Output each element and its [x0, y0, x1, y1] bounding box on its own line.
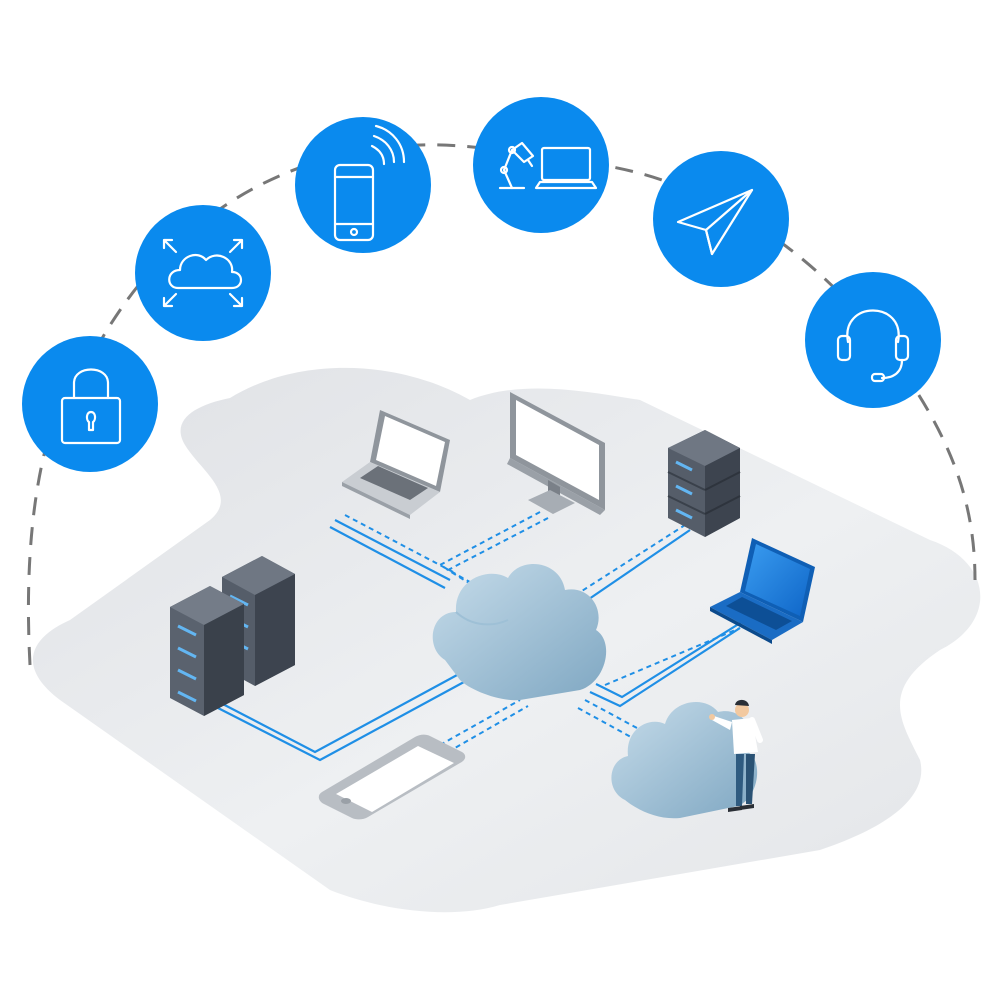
smartphone[interactable] [318, 734, 466, 820]
mobile-service-node[interactable] [295, 117, 431, 253]
secondary-cloud [611, 701, 758, 819]
cloud-scale-service-node[interactable] [135, 205, 271, 341]
laptop[interactable] [342, 410, 450, 519]
cloud-scale-icon [162, 238, 244, 308]
paper-plane-icon [676, 188, 754, 256]
server-tower-pair[interactable] [170, 556, 295, 716]
workspace-service-node[interactable] [473, 97, 609, 233]
monitor[interactable] [507, 392, 605, 515]
support-service-node[interactable] [805, 272, 941, 408]
headset-icon [836, 309, 910, 383]
central-cloud [432, 564, 607, 701]
lock-service-node[interactable] [22, 336, 158, 472]
server-rack[interactable] [667, 430, 741, 537]
mobile-signal-icon [333, 124, 406, 242]
desk-lamp-laptop-icon [498, 141, 598, 190]
send-service-node[interactable] [653, 151, 789, 287]
laptop-blue[interactable] [710, 538, 815, 644]
person [709, 699, 763, 812]
lock-icon [60, 368, 122, 445]
